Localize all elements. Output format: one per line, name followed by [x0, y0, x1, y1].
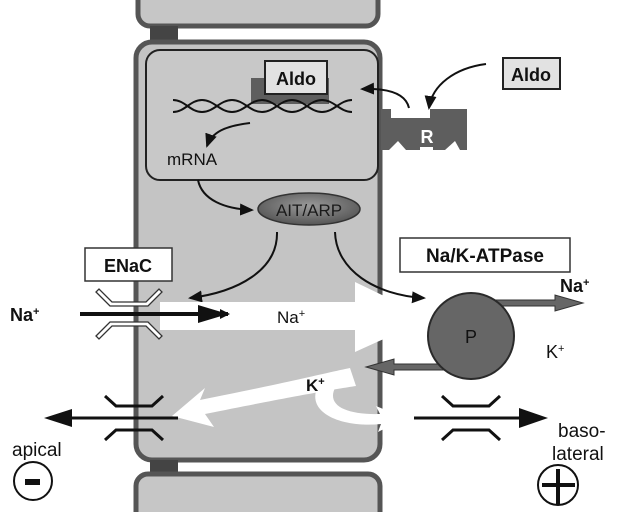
ait-to-enac-arrow [188, 231, 279, 303]
upper-neighbor-cell [135, 0, 381, 29]
na-k-atpase-label-box [399, 237, 571, 273]
aldo-nucleus-box [264, 60, 328, 95]
na-k-pump [427, 292, 515, 380]
enac-label: ENaC [104, 256, 152, 276]
sodium-basolateral-sup: + [583, 277, 589, 289]
apical-label: apical [12, 440, 62, 461]
sodium-inside-text: Na [277, 308, 299, 327]
sodium-entry-arrowhead [198, 305, 228, 323]
aldo-outside-label: Aldo [511, 65, 551, 85]
basolateral-label-line1: baso- [558, 421, 606, 442]
ait-to-pump-arrow [334, 231, 426, 304]
potassium-basolateral-exit-arrowhead [519, 408, 548, 428]
translation-arrow [197, 179, 254, 216]
sodium-apical-label: Na+ [10, 305, 39, 325]
ait-arp-label: AIT/ARP [276, 201, 342, 220]
receptor-to-nucleus-arrow [360, 82, 410, 109]
na-k-atpase-label: Na/K-ATPase [426, 246, 544, 267]
pump-label: P [465, 327, 477, 347]
potassium-basolateral-sup: + [558, 343, 564, 355]
sodium-basolateral-text: Na [560, 276, 584, 296]
ait-arp-protein [257, 192, 361, 226]
potassium-inside-text: K [306, 376, 319, 395]
enac-label-box [84, 247, 173, 282]
potassium-basolateral-text: K [546, 342, 558, 362]
transcription-arrow [205, 122, 251, 148]
potassium-apical-flux-arrow [172, 368, 356, 427]
receptor-label: R [421, 127, 434, 147]
aldo-entry-arrow [424, 63, 487, 110]
potassium-basolateral-label: K+ [546, 342, 564, 362]
mrna-label: mRNA [167, 150, 218, 169]
sodium-inside-sup: + [299, 308, 305, 320]
minus-glyph [25, 479, 40, 485]
lower-neighbor-cell [133, 471, 383, 512]
potassium-basolateral-flux-arrow [315, 386, 405, 432]
potassium-inside-label: K+ [306, 376, 325, 395]
basolateral-potassium-channel [440, 394, 502, 442]
enac-channel [95, 288, 163, 340]
sodium-basolateral-label: Na+ [560, 276, 589, 296]
aldo-nucleus-label: Aldo [276, 69, 316, 89]
basolateral-label-line2: lateral [552, 444, 604, 465]
apical-potassium-channel [103, 394, 165, 442]
dna-helix [172, 98, 353, 114]
potassium-apical-exit-arrowhead [44, 409, 72, 427]
mineralocorticoid-receptor [381, 109, 467, 150]
potassium-inside-sup: + [318, 376, 324, 388]
aldo-outside-box [502, 57, 561, 90]
sodium-inside-label: Na+ [277, 308, 305, 327]
sodium-apical-sup: + [33, 306, 39, 318]
sodium-apical-text: Na [10, 305, 34, 325]
sodium-flux-arrow [160, 282, 430, 352]
